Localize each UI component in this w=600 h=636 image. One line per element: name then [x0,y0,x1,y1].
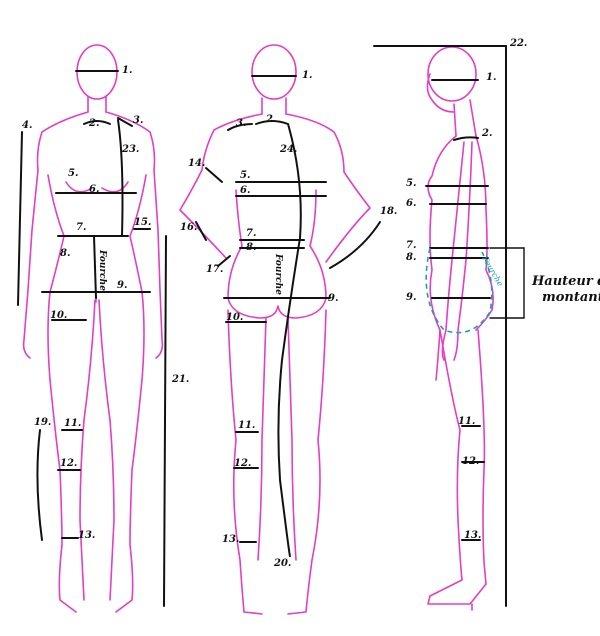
back-measure-lines [163,75,381,607]
side-label-12: 12. [462,456,479,467]
side-label-7: 7. [406,240,416,251]
back-label-7: 7. [246,228,256,239]
front-label-fourche: Fourche [97,249,107,291]
back-label-1: 1. [302,70,312,81]
back-label-13: 13. [222,534,239,545]
side-measure-lines [373,45,525,607]
side-figure: 22. 1. 2. 5. 6. 7. 8. Fourche 9. Hauteur… [373,38,600,611]
side-label-9: 9. [406,292,416,303]
front-label-12: 12. [60,458,77,469]
back-label-10: 10. [226,312,243,323]
back-figure: 1. 3. 2. 24. 14. 5. 6. 18. 16. 7. 8. Fou… [163,44,397,615]
back-label-2: 2. [265,114,276,125]
front-label-3: 3. [133,115,143,126]
back-labels: 1. 3. 2. 24. 14. 5. 6. 18. 16. 7. 8. Fou… [171,70,397,569]
back-label-6: 6. [240,185,250,196]
back-label-11: 11. [238,420,255,431]
back-label-3: 3. [236,118,246,129]
side-label-8: 8. [406,252,416,263]
front-label-23: 23. [121,144,139,155]
back-label-24: 24. [279,144,297,155]
front-label-13: 13. [78,530,95,541]
back-label-5: 5. [240,170,250,181]
front-label-5: 5. [68,168,78,179]
front-measure-lines [17,70,151,541]
side-labels: 22. 1. 2. 5. 6. 7. 8. Fourche 9. Hauteur… [406,38,600,541]
back-label-21: 21. [171,374,189,385]
front-label-10: 10. [50,310,67,321]
front-body-outline [22,44,164,613]
side-label-13: 13. [464,530,481,541]
front-label-15: 15. [134,217,151,228]
side-label-22: 22. [509,38,527,49]
back-label-9: 9. [328,293,338,304]
front-label-8: 8. [60,248,70,259]
side-label-11: 11. [458,416,475,427]
front-label-9: 9. [117,280,127,291]
front-label-2: 2. [88,118,99,129]
back-label-14: 14. [188,158,205,169]
side-label-6: 6. [406,198,416,209]
caption-hauteur-line1: Hauteur du [531,274,600,289]
front-label-4: 4. [22,120,32,131]
back-label-8: 8. [246,242,256,253]
back-body-outline [179,44,371,615]
back-label-16: 16. [180,222,197,233]
front-label-1: 1. [122,65,132,76]
front-label-19: 19. [34,417,51,428]
back-label-17: 17. [206,264,223,275]
front-label-11: 11. [64,418,81,429]
back-label-18: 18. [380,206,397,217]
side-label-5: 5. [406,178,416,189]
front-label-7: 7. [76,222,86,233]
front-figure: 1. 2. 3. 4. 23. 5. 6. 15. 7. 8. Fourche … [17,44,164,613]
front-label-6: 6. [89,184,99,195]
back-label-12: 12. [234,458,251,469]
side-label-fourche: Fourche [480,254,505,288]
side-label-2: 2. [481,128,492,139]
side-label-1: 1. [486,72,496,83]
front-labels: 1. 2. 3. 4. 23. 5. 6. 15. 7. 8. Fourche … [22,65,151,541]
back-label-20: 20. [273,558,291,569]
caption-hauteur-line2: montant [542,290,600,305]
back-label-fourche: Fourche [273,253,283,295]
